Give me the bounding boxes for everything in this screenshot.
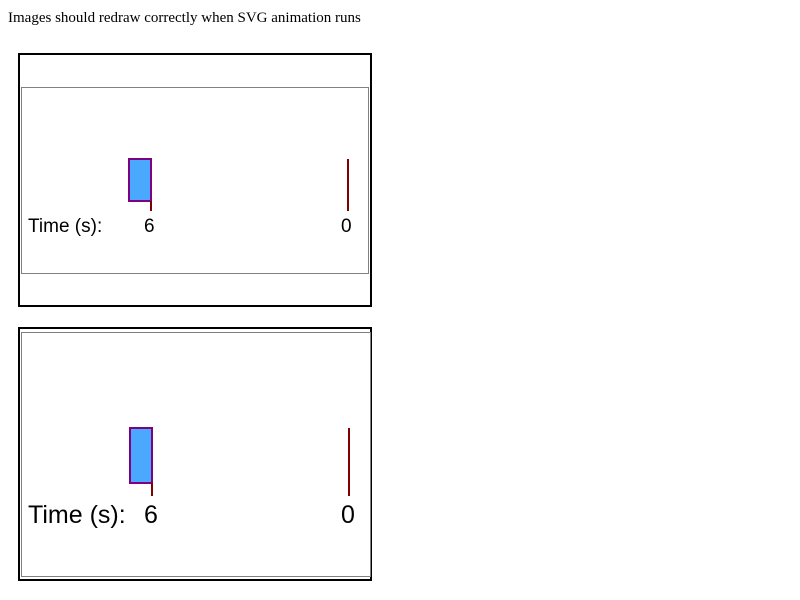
end-time-value: 0 bbox=[341, 501, 355, 529]
moving-rectangle bbox=[129, 427, 153, 484]
moving-rectangle bbox=[128, 158, 152, 202]
page-heading: Images should redraw correctly when SVG … bbox=[8, 10, 361, 26]
time-label: Time (s): bbox=[28, 216, 102, 237]
animation-border bbox=[21, 332, 371, 577]
animation-frame-2: Time (s): 6 0 bbox=[18, 327, 372, 581]
end-time-value: 0 bbox=[341, 216, 352, 237]
time-label: Time (s): bbox=[28, 501, 126, 529]
elapsed-time-value: 6 bbox=[144, 216, 155, 237]
animation-border bbox=[21, 87, 369, 274]
animation-frame-1: Time (s): 6 0 bbox=[18, 53, 372, 307]
elapsed-time-value: 6 bbox=[144, 501, 158, 529]
